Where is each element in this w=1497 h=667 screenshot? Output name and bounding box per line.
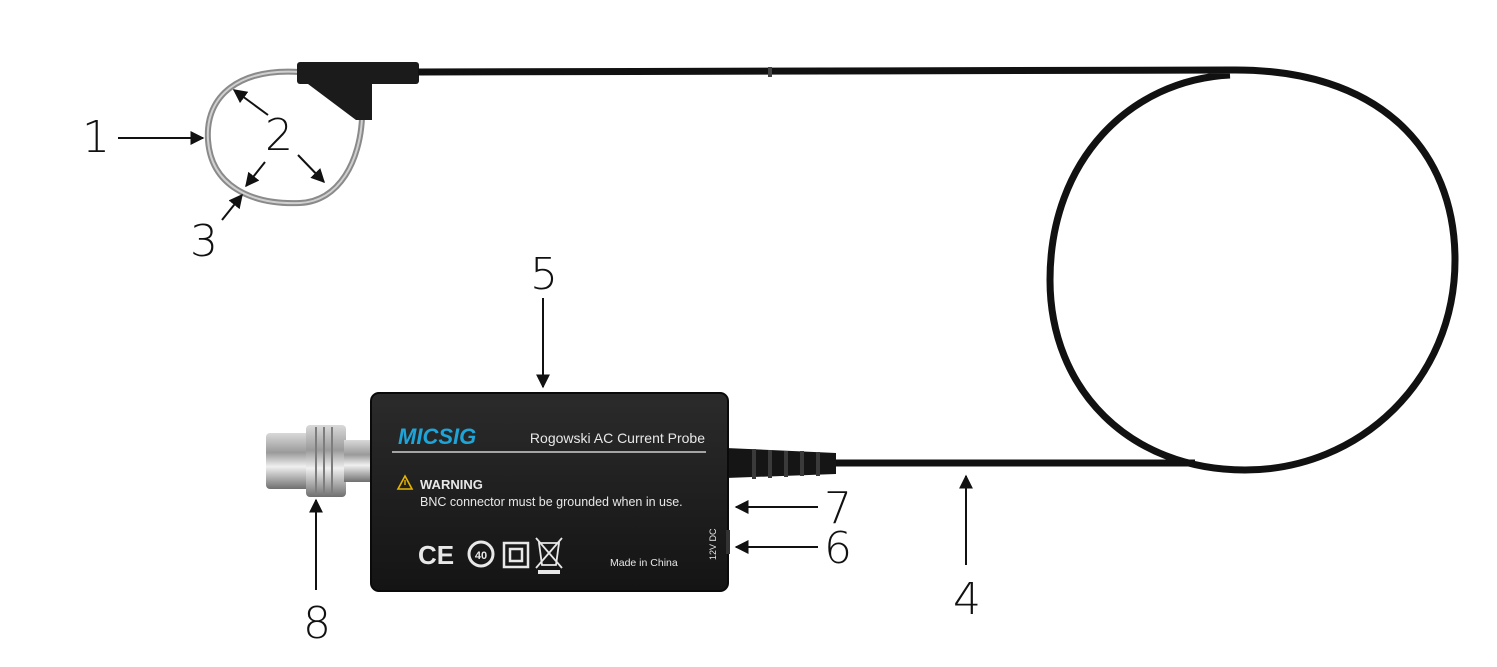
warning-icon [396,474,414,490]
arrow-2a [232,89,269,116]
callout-4: 4 [953,574,981,625]
callout-labels: 1 2 3 4 5 6 7 8 [82,110,981,649]
made-in-label: Made in China [610,557,678,569]
bnc-connector [266,425,374,497]
warning-title: WARNING [420,477,483,492]
probe-cable [417,66,1459,474]
callout-arrows [118,89,973,590]
double-insulation-icon [502,541,530,569]
callout-8: 8 [303,598,331,649]
strain-relief [726,448,836,479]
callout-2: 2 [265,110,293,161]
callout-5: 5 [530,249,558,300]
rogowski-coil [204,68,365,207]
callout-6: 6 [824,523,852,574]
rohs-40-icon: 40 [467,540,495,568]
warning-text: BNC connector must be grounded when in u… [420,495,683,509]
callout-7: 7 [824,483,852,534]
arrow-2b [245,161,266,188]
callout-3: 3 [190,216,218,267]
callout-1: 1 [82,112,110,163]
model-title: Rogowski AC Current Probe [530,430,705,446]
weee-bin-icon [535,537,563,574]
arrow-3 [221,193,243,221]
brand-logo: MICSIG [398,424,476,449]
probe-body: MICSIG Rogowski AC Current Probe WARNING… [370,392,730,592]
arrow-2c [297,154,325,184]
ce-mark-icon: CE [418,540,454,570]
coil-head [297,62,419,120]
svg-text:40: 40 [475,550,487,562]
power-label: 12V DC [708,528,718,560]
